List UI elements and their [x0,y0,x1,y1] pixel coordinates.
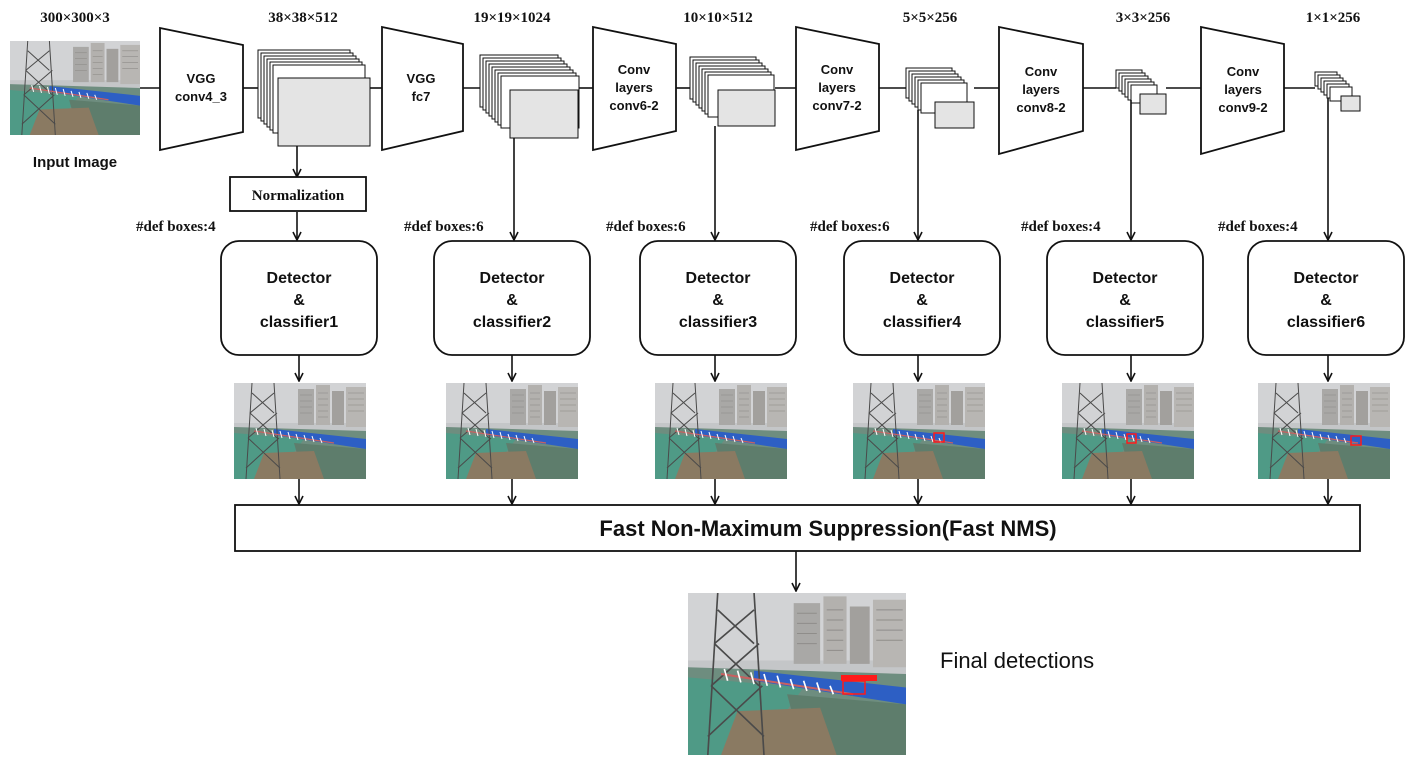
detector1-line2: & [293,292,305,309]
detector-classifier-1: Detector & classifier1 [220,240,378,356]
stage1-block-line1: VGG [187,71,216,86]
detector-classifier-2: Detector & classifier2 [433,240,591,356]
stage5-feature-maps [1115,69,1167,115]
detector3-line1: Detector [686,270,751,287]
stage4-dims-label: 5×5×256 [903,10,958,26]
detector-classifier-4: Detector & classifier4 [843,240,1001,356]
stage2-block-line3: fc7 [412,89,431,104]
stage6-feature-maps [1314,71,1361,112]
stage4-feature-maps [905,67,975,129]
detector-classifier-5: Detector & classifier5 [1046,240,1204,356]
detector6-line1: Detector [1294,270,1359,287]
detector1-line1: Detector [267,270,332,287]
stage5-block-line1: Conv [1025,64,1058,79]
stage5-dims-label: 3×3×256 [1116,10,1171,26]
input-image [10,41,140,135]
stage2-feature-maps [479,54,580,139]
nms-label: Fast Non-Maximum Suppression(Fast NMS) [599,516,1056,541]
detector-classifier-3: Detector & classifier3 [639,240,797,356]
input-dims-label: 300×300×3 [40,10,110,26]
detector3-line3: classifier3 [679,314,757,331]
stage4-block-line1: Conv [821,62,854,77]
detector5-line3: classifier5 [1086,314,1164,331]
stage3-result-image [655,383,787,479]
stage4-block: Conv layers conv7-2 [795,25,880,152]
stage3-block-line3: conv6-2 [609,98,658,113]
stage6-detection-box [1350,435,1362,446]
detector2-line1: Detector [480,270,545,287]
stage6-result-image [1258,383,1390,479]
detector1-line3: classifier1 [260,314,338,331]
stage1-block-line3: conv4_3 [175,89,227,104]
stage3-block: Conv layers conv6-2 [592,25,677,152]
stage6-def-boxes: #def boxes:4 [1218,219,1298,235]
stage5-def-boxes: #def boxes:4 [1021,219,1101,235]
detector3-line2: & [712,292,724,309]
stage4-block-line3: conv7-2 [812,98,861,113]
stage3-dims-label: 10×10×512 [683,10,753,26]
detector-classifier-6: Detector & classifier6 [1247,240,1405,356]
stage1-block: VGG conv4_3 [159,26,244,152]
stage2-block: VGG fc7 [381,25,464,152]
stage6-dims-label: 1×1×256 [1306,10,1361,26]
detector6-line3: classifier6 [1287,314,1365,331]
stage2-def-boxes: #def boxes:6 [404,219,484,235]
detector5-line1: Detector [1093,270,1158,287]
final-detection-box [842,680,866,695]
final-detection-image [688,593,906,755]
stage3-block-line2: layers [615,80,653,95]
stage3-feature-maps [689,56,776,127]
stage4-def-boxes: #def boxes:6 [810,219,890,235]
detector4-line2: & [916,292,928,309]
stage4-block-line2: layers [818,80,856,95]
branch-arrows [297,98,1328,240]
final-detection-label-tag [841,675,877,681]
normalization-label: Normalization [252,188,345,204]
detector4-line1: Detector [890,270,955,287]
stage6-block-line3: conv9-2 [1218,100,1267,115]
stage6-block: Conv layers conv9-2 [1200,25,1285,156]
stage5-result-image [1062,383,1194,479]
stage5-detection-box [1126,433,1137,444]
stage5-block-line2: layers [1022,82,1060,97]
normalization-box: Normalization [229,176,367,212]
detector2-line2: & [506,292,518,309]
stage6-block-line2: layers [1224,82,1262,97]
nms-box: Fast Non-Maximum Suppression(Fast NMS) [234,504,1361,552]
stage6-block-line1: Conv [1227,64,1260,79]
detector5-line2: & [1119,292,1131,309]
stage1-dims-label: 38×38×512 [268,10,338,26]
detector2-line3: classifier2 [473,314,551,331]
final-detections-label: Final detections [940,648,1094,673]
stage1-result-image [234,383,366,479]
image-to-nms-arrows [299,479,1328,504]
stage4-detection-box [933,432,945,443]
stage2-dims-label: 19×19×1024 [473,10,551,26]
detector-to-image-arrows [299,355,1328,381]
detector6-line2: & [1320,292,1332,309]
stage4-result-image [853,383,985,479]
stage2-block-line1: VGG [407,71,436,86]
stage3-def-boxes: #def boxes:6 [606,219,686,235]
stage5-block-line3: conv8-2 [1016,100,1065,115]
input-image-label: Input Image [33,154,117,171]
stage5-block: Conv layers conv8-2 [998,25,1084,156]
detector4-line3: classifier4 [883,314,961,331]
stage1-feature-maps [257,49,371,147]
stage2-result-image [446,383,578,479]
stage3-block-line1: Conv [618,62,651,77]
stage1-def-boxes: #def boxes:4 [136,219,216,235]
